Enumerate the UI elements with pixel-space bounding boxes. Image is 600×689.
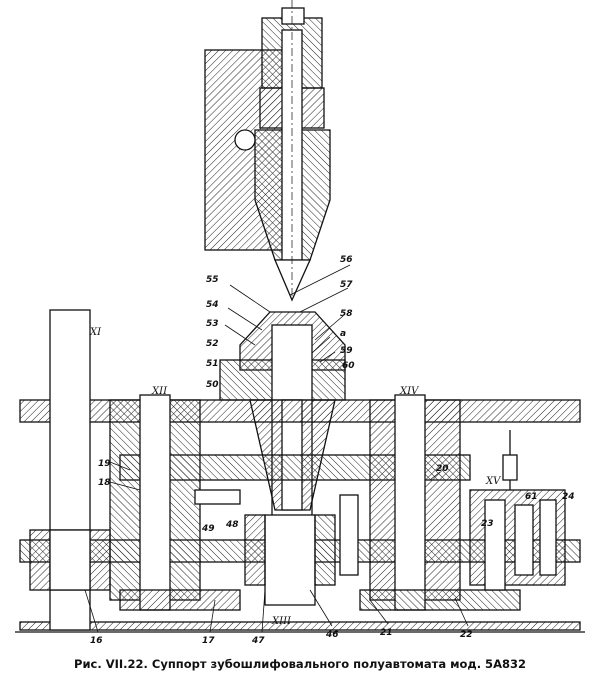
- label-part: 51: [206, 359, 219, 369]
- label-shaft: XI: [89, 327, 102, 338]
- label-shaft: XIII: [271, 616, 292, 627]
- dresser-housing: [204, 0, 331, 302]
- label-part: 19: [98, 459, 111, 469]
- label-part: 60: [342, 361, 355, 371]
- label-part: 47: [251, 636, 265, 646]
- label-part: 16: [90, 636, 103, 646]
- shaft-labels: XI XII XIII XIV XV: [89, 327, 502, 627]
- label-part: a: [340, 329, 346, 339]
- shaft-xii: [139, 394, 171, 611]
- label-part: 58: [340, 309, 353, 319]
- label-part: 22: [460, 630, 473, 640]
- label-part: 20: [436, 464, 449, 474]
- label-part: 48: [225, 520, 239, 530]
- label-shaft: XII: [151, 386, 168, 397]
- shaft-xiii: [264, 514, 316, 606]
- label-part: 18: [98, 478, 111, 488]
- label-shaft: XV: [485, 476, 502, 487]
- label-part: 24: [562, 492, 575, 502]
- label-part: 17: [202, 636, 215, 646]
- shaft-xiv: [394, 394, 426, 611]
- label-part: 59: [340, 346, 353, 356]
- cone-assembly: [219, 311, 346, 546]
- label-part: 61: [525, 492, 538, 502]
- leader-lines: [84, 264, 469, 633]
- label-part: 57: [340, 280, 353, 290]
- figure-caption: Рис. VII.22. Суппорт зубошлифовального п…: [74, 657, 526, 671]
- label-part: 46: [325, 630, 339, 640]
- label-part: 52: [206, 339, 219, 349]
- label-part: 54: [206, 300, 219, 310]
- label-part: 53: [206, 319, 219, 329]
- label-part: 23: [481, 519, 494, 529]
- label-shaft: XIV: [399, 386, 420, 397]
- label-part: 55: [206, 275, 219, 285]
- part-labels: 56 57 55 54 53 58 a 52 59 51 60 50 19 18…: [90, 255, 575, 646]
- label-part: 21: [380, 628, 393, 638]
- label-part: 49: [201, 524, 215, 534]
- label-part: 50: [206, 380, 219, 390]
- label-part: 56: [340, 255, 353, 265]
